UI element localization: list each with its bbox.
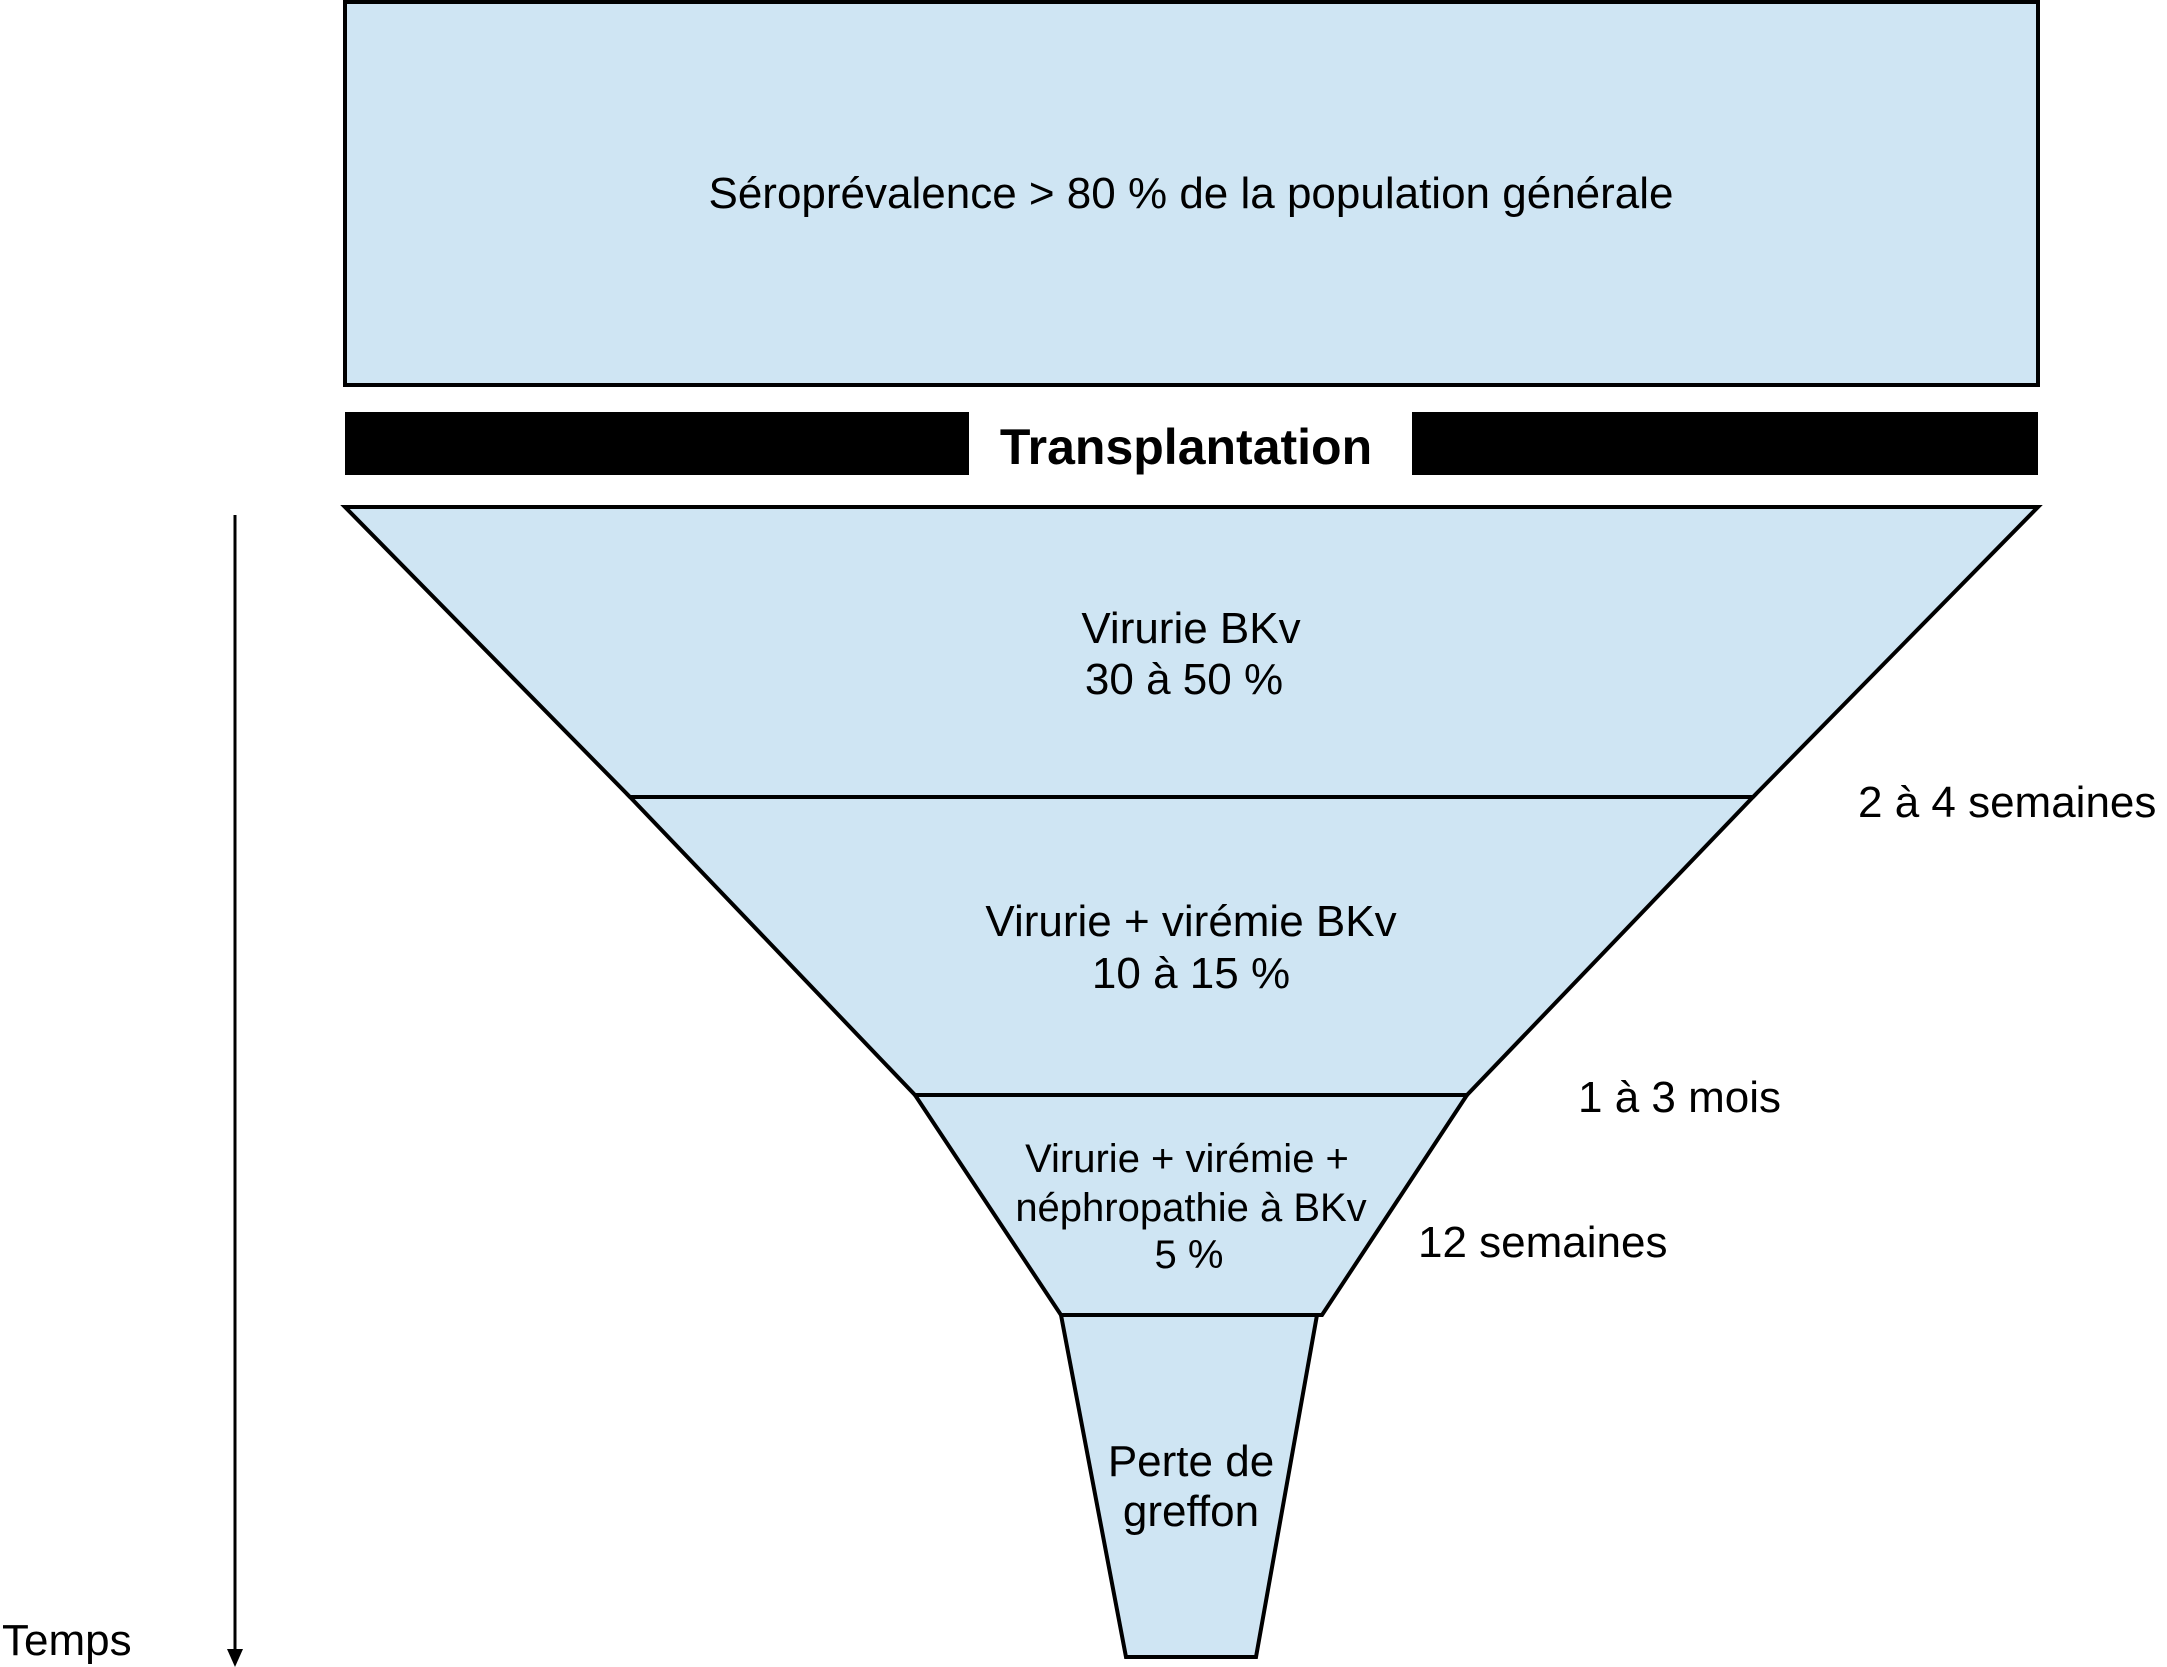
stage-2-percentage: 10 à 15 % — [1092, 949, 1290, 998]
stage-3-percentage: 5 % — [1155, 1233, 1224, 1277]
funnel-stage-2 — [625, 795, 1758, 1097]
transplantation-bar-left — [345, 412, 969, 475]
time-axis-arrowhead — [227, 1649, 243, 1667]
interval-label-3: 12 semaines — [1418, 1218, 1667, 1267]
transplantation-bar-right — [1412, 412, 2038, 475]
funnel-stage-3 — [911, 1093, 1471, 1317]
stage-4-label-line1: Perte de — [1108, 1437, 1274, 1486]
stage-3-label-line1: Virurie + virémie + — [1025, 1137, 1349, 1181]
funnel-stage-4 — [1058, 1313, 1320, 1659]
stage-4-label-line2: greffon — [1123, 1487, 1259, 1536]
stage-2-label: Virurie + virémie BKv — [985, 897, 1396, 946]
seroprevalence-box — [343, 0, 2040, 387]
interval-label-1: 2 à 4 semaines — [1858, 778, 2156, 827]
time-axis-label: Temps — [2, 1616, 132, 1665]
interval-label-2: 1 à 3 mois — [1578, 1073, 1781, 1122]
transplantation-label: Transplantation — [1000, 419, 1372, 475]
seroprevalence-label: Séroprévalence > 80 % de la population g… — [708, 169, 1673, 218]
stage-1-label: Virurie BKv — [1081, 604, 1300, 653]
stage-3-label-line2: néphropathie à BKv — [1015, 1186, 1366, 1230]
stage-1-percentage: 30 à 50 % — [1085, 655, 1283, 704]
